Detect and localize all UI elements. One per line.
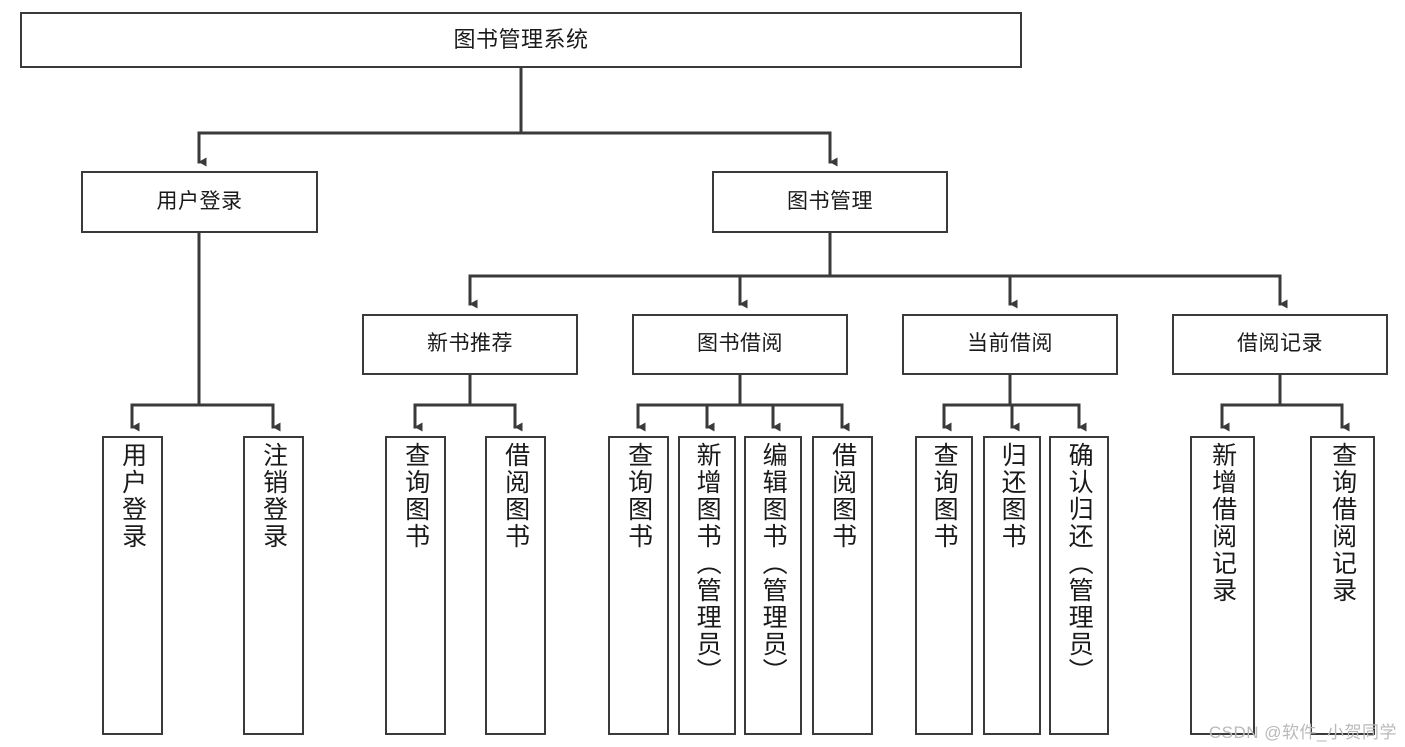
leaf-borrow-book-new[interactable]: 借阅图书 (485, 436, 546, 735)
leaf-query-book-current[interactable]: 查询图书 (915, 436, 973, 735)
leaf-query-book-new[interactable]: 查询图书 (385, 436, 446, 735)
leaf-add-book-admin[interactable]: 新增图书（管理员） (678, 436, 736, 735)
node-book-management[interactable]: 图书管理 (712, 171, 948, 233)
node-user-login[interactable]: 用户登录 (81, 171, 318, 233)
watermark: CSDN @软件_小贺同学 (1208, 723, 1397, 742)
node-root-label: 图书管理系统 (453, 27, 589, 53)
node-current-borrow-label: 当前借阅 (967, 332, 1053, 356)
leaf-query-borrow-record[interactable]: 查询借阅记录 (1310, 436, 1375, 735)
leaf-borrow-book[interactable]: 借阅图书 (812, 436, 873, 735)
leaf-return-book-label: 归还图书 (998, 442, 1027, 550)
leaf-query-book-current-label: 查询图书 (930, 442, 959, 550)
leaf-query-book-new-label: 查询图书 (401, 442, 430, 550)
leaf-query-book-borrow-label: 查询图书 (624, 442, 653, 550)
leaf-user-login[interactable]: 用户登录 (102, 436, 163, 735)
leaf-logout[interactable]: 注销登录 (243, 436, 304, 735)
leaf-logout-label: 注销登录 (259, 442, 288, 550)
node-new-book-recommend[interactable]: 新书推荐 (362, 314, 578, 375)
leaf-return-book[interactable]: 归还图书 (983, 436, 1041, 735)
leaf-borrow-book-new-label: 借阅图书 (501, 442, 530, 550)
node-book-borrow-label: 图书借阅 (697, 332, 783, 356)
leaf-confirm-return-admin[interactable]: 确认归还（管理员） (1049, 436, 1109, 735)
leaf-add-book-admin-label: 新增图书（管理员） (693, 442, 722, 685)
leaf-add-borrow-record[interactable]: 新增借阅记录 (1190, 436, 1255, 735)
leaf-add-borrow-record-label: 新增借阅记录 (1208, 442, 1237, 604)
node-new-book-recommend-label: 新书推荐 (427, 332, 513, 356)
node-book-management-label: 图书管理 (787, 189, 873, 213)
leaf-borrow-book-label: 借阅图书 (828, 442, 857, 550)
leaf-confirm-return-admin-label: 确认归还（管理员） (1065, 442, 1094, 685)
node-current-borrow[interactable]: 当前借阅 (902, 314, 1118, 375)
leaf-edit-book-admin[interactable]: 编辑图书（管理员） (744, 436, 802, 735)
node-root[interactable]: 图书管理系统 (20, 12, 1022, 68)
leaf-edit-book-admin-label: 编辑图书（管理员） (759, 442, 788, 685)
leaf-query-book-borrow[interactable]: 查询图书 (608, 436, 669, 735)
node-borrow-records[interactable]: 借阅记录 (1172, 314, 1388, 375)
leaf-user-login-label: 用户登录 (118, 442, 147, 550)
leaf-query-borrow-record-label: 查询借阅记录 (1328, 442, 1357, 604)
node-book-borrow[interactable]: 图书借阅 (632, 314, 848, 375)
node-borrow-records-label: 借阅记录 (1237, 332, 1323, 356)
node-user-login-label: 用户登录 (156, 189, 243, 213)
